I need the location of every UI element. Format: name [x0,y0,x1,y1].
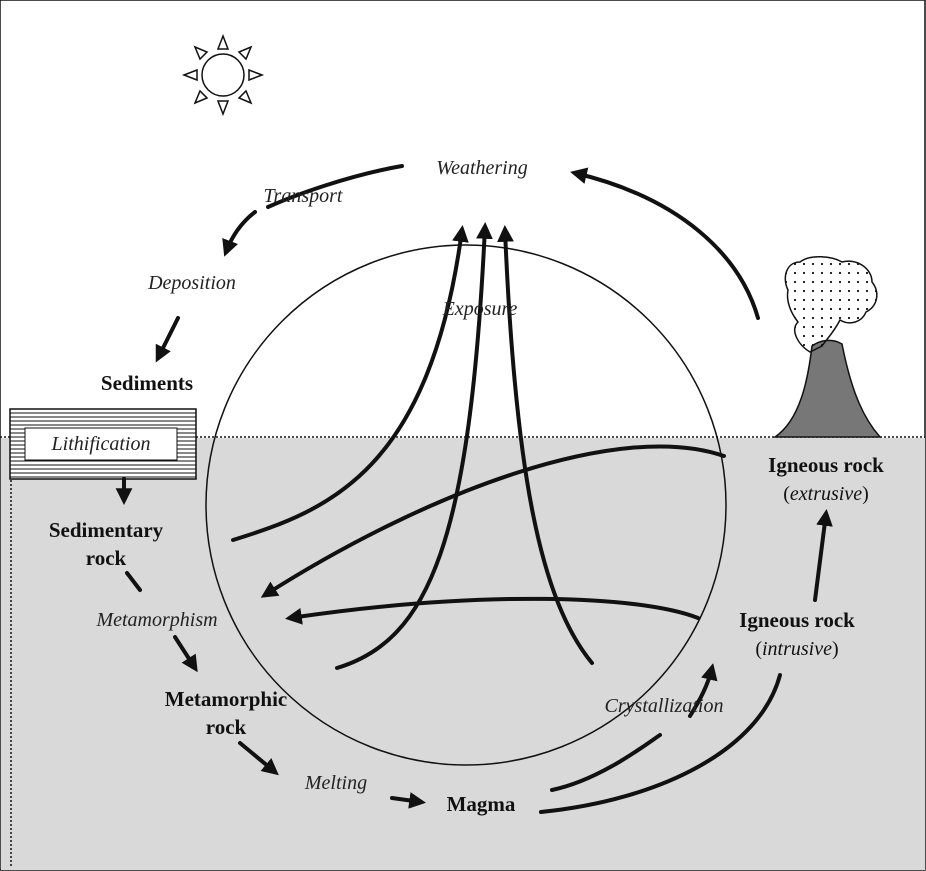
volcano-icon [772,256,882,438]
sun-icon [181,33,265,117]
label-exposure: Exposure [442,298,518,320]
label-metamorphic-rock-line2: rock [206,715,247,739]
arrow-weathering-to-transport [266,164,404,209]
label-weathering: Weathering [436,157,527,179]
label-igneous-extrusive-sub: (extrusive) [783,483,869,505]
arrow-intrusive-to-metamorphism [285,596,700,625]
label-igneous-intrusive: Igneous rock [739,608,855,632]
underground-area [1,438,925,870]
label-magma: Magma [447,792,516,816]
exposure-arrow-from-igneous [497,224,594,665]
exposure-arrow-from-metamorphic [335,221,493,670]
arrow-metamorphism-to-metamorphic [173,635,198,673]
label-melting: Melting [304,772,367,794]
lithification-label-box [24,427,178,461]
label-igneous-intrusive-sub: (intrusive) [755,638,838,660]
arrow-extrusive-to-metamorphism [260,444,726,598]
cycle-circle [205,244,727,766]
label-metamorphic-rock-line1: Metamorphic [165,687,287,711]
ash-cloud-icon [784,256,878,353]
label-sedimentary-rock-line2: rock [86,546,127,570]
label-sediments: Sediments [101,371,193,395]
arrow-crystallization-to-intrusive [688,663,718,718]
arrow-metamorphic-to-melting [238,741,279,776]
arrow-transport-to-deposition [222,210,257,257]
label-deposition: Deposition [147,272,236,294]
arrow-melting-to-magma [390,792,426,809]
arrow-magma-to-crystallization [550,733,662,792]
arrow-deposition-to-sediments [155,316,180,363]
label-igneous-extrusive: Igneous rock [768,453,884,477]
arrow-volcano-to-weathering [570,167,760,320]
arrow-magma-to-surface [539,673,782,814]
label-crystallization: Crystallization [605,695,724,717]
arrow-intrusive-to-extrusive [813,509,833,602]
label-lithification: Lithification [51,433,151,455]
arrow-sedimentary-to-metamorphism [125,571,142,592]
label-metamorphism: Metamorphism [95,609,217,631]
label-sedimentary-rock-line1: Sedimentary [49,518,164,542]
exposure-arrow-from-sedimentary [231,225,469,542]
label-transport: Transport [264,185,343,207]
